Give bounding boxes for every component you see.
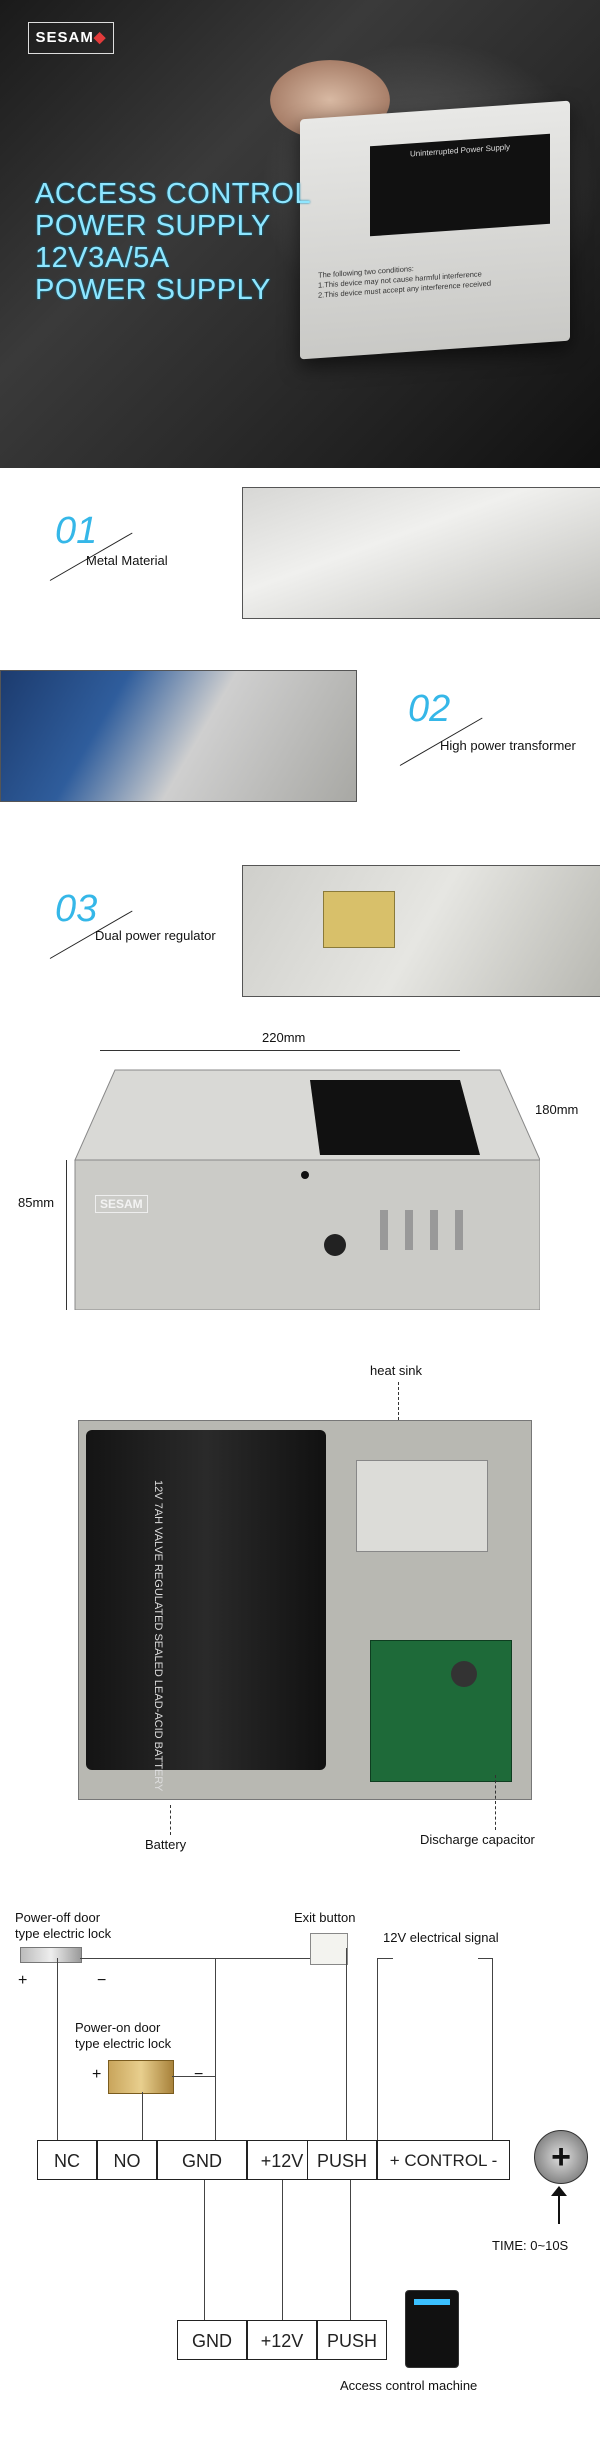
transformer-pcb-photo [0,670,357,802]
lock-minus: − [97,1972,107,1989]
exit-button-label: Exit button [294,1910,356,1925]
terminal-no: NO [97,2140,157,2180]
feature-label-02: High power transformer [440,738,576,753]
width-dimension-line [100,1050,460,1051]
terminal-push: PUSH [307,2140,377,2180]
hero-title-line-2: POWER SUPPLY [35,210,271,242]
wire [172,2076,215,2077]
feature-number-02: 02 [408,688,451,730]
machine-terminal-gnd: GND [177,2320,247,2360]
height-label: 85mm [18,1195,55,1210]
hero-title-line-3: 12V3A/5A [35,242,170,274]
wire [282,2180,283,2340]
wire [215,1958,216,2140]
battery-image [86,1430,326,1770]
wire [80,1958,310,1959]
terminal-nc: NC [37,2140,97,2180]
width-label: 220mm [262,1030,306,1045]
machine-terminal-push: PUSH [317,2320,387,2360]
wire [377,1958,393,1959]
heat-sink-pointer [398,1382,399,1440]
height-dimension-line [66,1160,67,1310]
arrow-up-icon [558,2190,560,2224]
wire [492,1958,493,2140]
bolt-minus: − [194,2066,204,2083]
capacitor-callout: Discharge capacitor [420,1832,535,1847]
feature-number-03: 03 [55,888,98,930]
brand-logo: SESAM◆ [28,22,114,54]
time-adjust-knob-icon[interactable]: + [534,2130,588,2184]
wire [478,1958,492,1959]
metal-material-photo [242,487,600,619]
wire [57,1958,58,2140]
keypad-device-icon [405,2290,459,2368]
label-title: Uninterrupted Power Supply [409,142,511,159]
battery-print: 12V 7AH VALVE REGULATED SEALED LEAD-ACID… [152,1480,164,1792]
hero-banner: Uninterrupted Power Supply The following… [0,0,600,468]
lock-plus: + [18,1972,28,1989]
wire [204,2180,205,2340]
wire [346,1948,347,2140]
box-brand-logo: SESAM [95,1195,148,1213]
terminal-gnd: GND [157,2140,247,2180]
wire [350,2180,351,2340]
feature-number-01: 01 [55,510,98,552]
capacitor-pointer [495,1775,496,1830]
heat-sink-callout: heat sink [370,1363,423,1378]
bolt-plus: + [92,2066,102,2083]
exit-button-icon [310,1933,348,1965]
signal-label: 12V electrical signal [383,1930,499,1945]
battery-pointer [170,1805,171,1835]
bolt-lock-icon [108,2060,174,2094]
dual-regulator-photo [242,865,600,997]
dimension-box-image [70,1060,541,1311]
wire [142,2092,143,2140]
feature-label-03: Dual power regulator [95,928,216,943]
hero-title-line-1: ACCESS CONTROL [35,178,312,210]
time-label: TIME: 0~10S [492,2238,569,2253]
depth-label: 180mm [535,1102,579,1117]
battery-callout: Battery [145,1837,187,1852]
magnetic-lock-icon [20,1947,82,1963]
circuit-board-image [370,1640,512,1782]
access-machine-label: Access control machine [340,2378,478,2393]
machine-terminal-12v: +12V [247,2320,317,2360]
terminal-control: + CONTROL - [377,2140,510,2180]
product-label: Uninterrupted Power Supply [370,133,550,237]
arrow-head [551,2186,567,2196]
hero-title-line-4: POWER SUPPLY [35,274,271,306]
wire [377,1958,378,2140]
transformer-image [356,1460,488,1552]
feature-label-01: Metal Material [86,553,168,568]
